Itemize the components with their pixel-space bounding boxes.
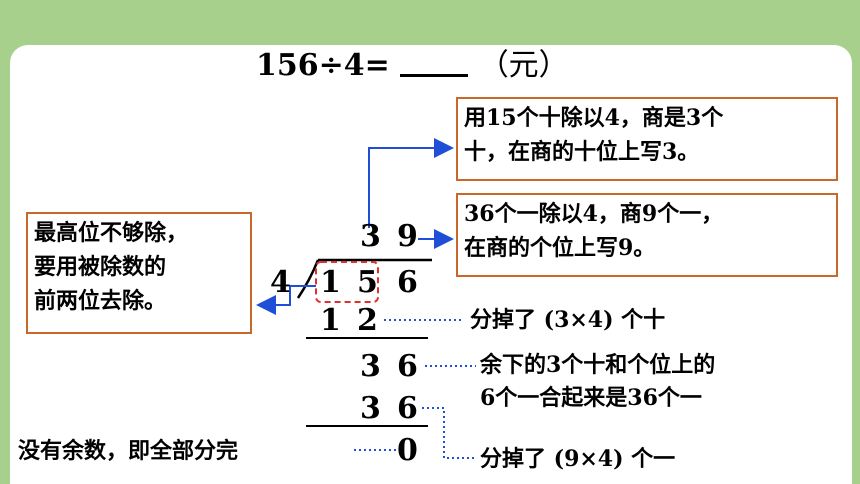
note-left-line-1: 最高位不够除， <box>34 220 189 246</box>
label-subtract-tens: 分掉了 (3×4) 个十 <box>470 307 666 333</box>
label-remaining-line-2: 6个一合起来是36个一 <box>480 385 702 411</box>
quotient-digit-ones: 9 <box>397 219 418 254</box>
note-tens-line-2: 十，在商的十位上写3。 <box>464 139 700 165</box>
note-left-line-3: 前两位去除。 <box>34 288 167 314</box>
remainder: 0 <box>397 433 418 468</box>
equation-expr: 156÷4= <box>256 48 390 83</box>
note-ones-line-2: 在商的个位上写9。 <box>464 235 656 261</box>
arrow-left-icon <box>256 285 316 315</box>
step3-digit-2: 6 <box>397 391 418 426</box>
quotient-digit-tens: 3 <box>360 219 381 254</box>
label-remaining-line-1: 余下的3个十和个位上的 <box>480 352 716 378</box>
dividend-digit-tens: 5 <box>357 265 378 300</box>
label-no-remainder: 没有余数，即全部分完 <box>18 438 239 464</box>
note-tens-line-1: 用15个十除以4，商是3个 <box>464 105 724 131</box>
step1-digit-1: 1 <box>320 303 341 338</box>
step2-digit-2: 6 <box>397 349 418 384</box>
step3-digit-1: 3 <box>360 391 381 426</box>
equation: 156÷4= （元） <box>256 40 569 84</box>
note-left-line-2: 要用被除数的 <box>34 254 167 280</box>
equation-unit: （元） <box>478 48 569 83</box>
step2-digit-1: 3 <box>360 349 381 384</box>
label-subtract-ones: 分掉了 (9×4) 个一 <box>480 446 676 472</box>
highlight-box <box>315 261 379 303</box>
arrow-tens-icon <box>368 138 454 228</box>
note-left: 最高位不够除， 要用被除数的 前两位去除。 <box>26 212 252 334</box>
dividend-digit-hundreds: 1 <box>320 265 341 300</box>
note-ones-line-1: 36个一除以4，商9个一， <box>464 201 724 227</box>
note-ones-step: 36个一除以4，商9个一， 在商的个位上写9。 <box>456 193 838 277</box>
divisor: 4 <box>270 265 291 300</box>
dividend-digit-ones: 6 <box>397 265 418 300</box>
note-tens-step: 用15个十除以4，商是3个 十，在商的十位上写3。 <box>456 97 838 181</box>
answer-blank <box>400 48 469 77</box>
step1-digit-2: 2 <box>357 303 378 338</box>
connector-step3 <box>422 407 476 459</box>
